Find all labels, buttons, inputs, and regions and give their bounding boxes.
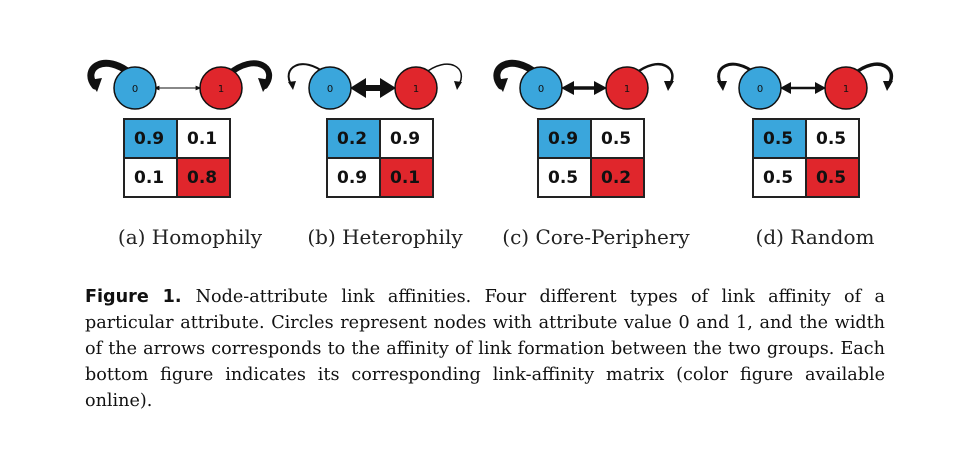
matrix-cell-00: 0.2 <box>327 119 380 158</box>
graph-homophily: 0 1 <box>87 59 273 110</box>
node-0 <box>738 66 782 110</box>
node-0 <box>519 66 563 110</box>
panel-caption: (c) Core-Periphery <box>502 225 690 249</box>
panel-caption: (d) Random <box>755 225 875 249</box>
matrix-cell-11: 0.1 <box>380 158 433 197</box>
node-0-label: 0 <box>538 84 544 95</box>
panel-heterophily: 0 1 0.2 0.9 0.9 0.1 (b) Heterophily <box>270 50 500 265</box>
matrix-cell-01: 0.9 <box>380 119 433 158</box>
matrix-cell-00: 0.5 <box>753 119 806 158</box>
self-loop-1 <box>423 63 463 87</box>
matrix-cell-00: 0.9 <box>124 119 177 158</box>
matrix-cell-11: 0.2 <box>591 158 644 197</box>
node-1-label: 1 <box>413 84 419 95</box>
matrix-cell-10: 0.5 <box>538 158 591 197</box>
node-0-label: 0 <box>757 84 763 95</box>
matrix-cell-10: 0.1 <box>124 158 177 197</box>
figure-caption: Figure 1.Node-attribute link affinities.… <box>85 284 885 414</box>
node-1-label: 1 <box>843 84 849 95</box>
matrix-cell-11: 0.5 <box>806 158 859 197</box>
matrix-cell-11: 0.8 <box>177 158 230 197</box>
node-1 <box>199 66 243 110</box>
node-1-label: 1 <box>218 84 224 95</box>
figure-caption-paragraph: Figure 1.Node-attribute link affinities.… <box>85 284 885 414</box>
graph-random: 0 1 <box>717 62 894 110</box>
graph-heterophily: 0 1 <box>287 63 463 110</box>
node-0 <box>308 66 352 110</box>
figure-caption-text: Node-attribute link affinities. Four dif… <box>85 287 886 411</box>
panel-core-periphery: 0 1 0.9 0.5 0.5 0.2 (c) Core-Periphery <box>481 50 711 265</box>
node-1 <box>824 66 868 110</box>
node-1-label: 1 <box>624 84 630 95</box>
matrix-cell-10: 0.9 <box>327 158 380 197</box>
graph-core-periphery: 0 1 <box>493 59 674 110</box>
affinity-matrix-random: 0.5 0.5 0.5 0.5 <box>752 118 860 198</box>
node-0 <box>113 66 157 110</box>
node-0-label: 0 <box>132 84 138 95</box>
matrix-cell-01: 0.5 <box>806 119 859 158</box>
affinity-matrix-core-periphery: 0.9 0.5 0.5 0.2 <box>537 118 645 198</box>
matrix-cell-10: 0.5 <box>753 158 806 197</box>
matrix-cell-01: 0.5 <box>591 119 644 158</box>
matrix-cell-00: 0.9 <box>538 119 591 158</box>
matrix-cell-01: 0.1 <box>177 119 230 158</box>
figure-label: Figure 1. <box>85 287 182 307</box>
affinity-matrix-homophily: 0.9 0.1 0.1 0.8 <box>123 118 231 198</box>
panel-caption: (a) Homophily <box>117 225 263 249</box>
panel-random: 0 1 0.5 0.5 0.5 0.5 (d) Random <box>700 50 930 265</box>
panel-caption: (b) Heterophily <box>307 225 463 249</box>
node-1 <box>394 66 438 110</box>
node-0-label: 0 <box>327 84 333 95</box>
panel-homophily: 0 1 0.9 0.1 0.1 0.8 (a) Homophily <box>75 50 305 265</box>
node-1 <box>605 66 649 110</box>
affinity-matrix-heterophily: 0.2 0.9 0.9 0.1 <box>326 118 434 198</box>
